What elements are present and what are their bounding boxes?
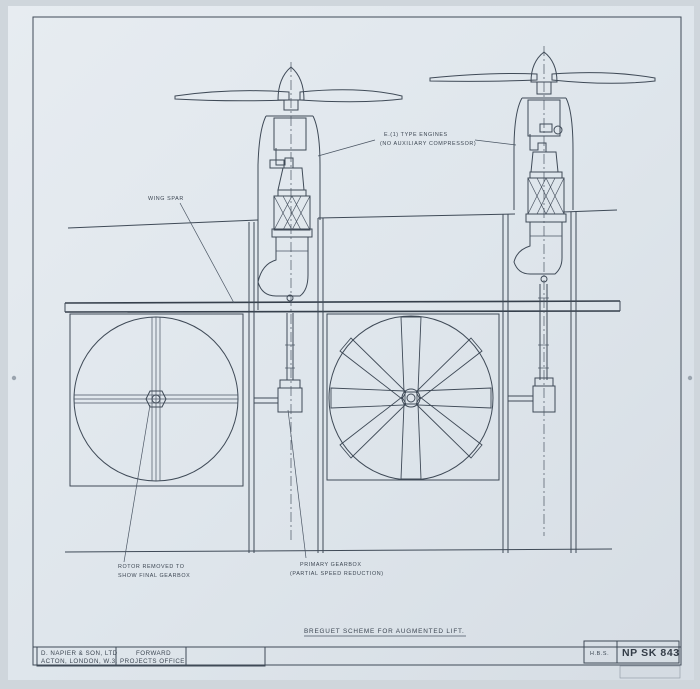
right-engine: [429, 46, 656, 536]
company-line2: ACTON, LONDON, W.3.: [41, 658, 118, 665]
office-line1: FORWARD: [136, 650, 171, 657]
wing-spar-label: WING SPAR: [148, 196, 184, 202]
rotor-label-line1: ROTOR REMOVED TO: [118, 564, 185, 570]
gearbox-label-line1: PRIMARY GEARBOX: [300, 562, 362, 568]
right-rotor-disc: [328, 315, 494, 481]
office-line2: PROJECTS OFFICE: [120, 658, 185, 665]
initials: H.B.S.: [590, 651, 609, 657]
left-engine: [174, 62, 403, 540]
paper-sheet: [8, 6, 694, 680]
pin-icon: [11, 375, 17, 381]
sticker-tag: [619, 665, 681, 679]
rotor-label-line2: SHOW FINAL GEARBOX: [118, 573, 190, 579]
engines-label-line2: (NO AUXILIARY COMPRESSOR): [380, 141, 476, 147]
drawing-number: NP SK 843: [622, 647, 680, 659]
pin-icon: [687, 375, 693, 381]
company-line1: D. NAPIER & SON, LTD: [41, 650, 118, 657]
annotations: E.(1) TYPE ENGINES (NO AUXILIARY COMPRES…: [118, 132, 517, 637]
left-rotor-disc: [73, 316, 239, 482]
drawing-border: [32, 16, 682, 666]
gearbox-label-line2: (PARTIAL SPEED REDUCTION): [290, 571, 384, 577]
engines-label-line1: E.(1) TYPE ENGINES: [384, 132, 448, 138]
wing-structure: [64, 209, 621, 553]
title-block: D. NAPIER & SON, LTD ACTON, LONDON, W.3.…: [33, 640, 681, 679]
drawing-title: BREGUET SCHEME FOR AUGMENTED LIFT.: [304, 628, 465, 635]
